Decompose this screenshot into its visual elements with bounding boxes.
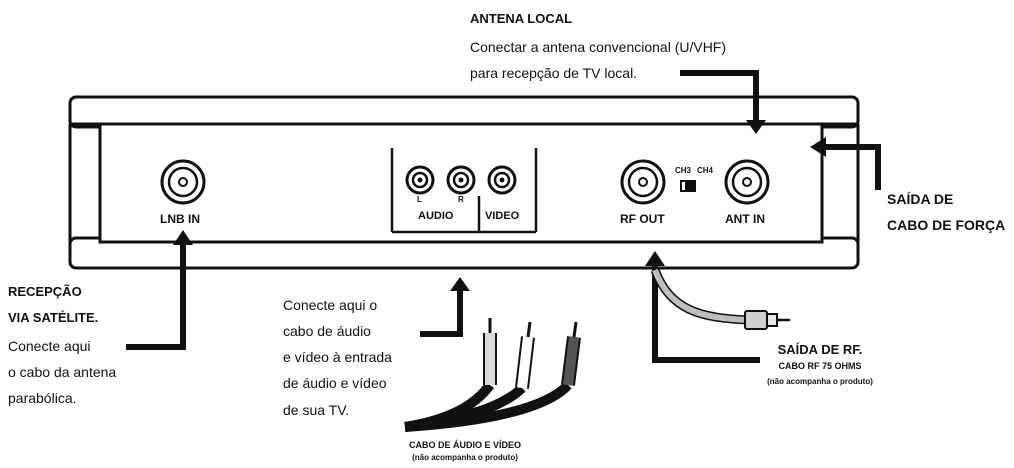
power-cable-line2: CABO DE FORÇA [887, 217, 1006, 233]
ant-in-connector [724, 159, 770, 205]
ant-in-label: ANT IN [725, 212, 765, 226]
antenna-arrow [680, 70, 766, 134]
rf-cable [650, 268, 790, 330]
audio-l-jack [405, 165, 435, 195]
ch4-label: CH4 [697, 166, 714, 175]
rf-out-connector [620, 159, 666, 205]
av-cable [404, 318, 581, 432]
audio-r-label: R [458, 195, 464, 204]
video-jack [487, 165, 517, 195]
antenna-local-title: ANTENA LOCAL [470, 11, 573, 26]
av-note-line2: cabo de áudio [283, 323, 371, 339]
av-cable-note: (não acompanha o produto) [412, 453, 518, 462]
rf-out-note: (não acompanha o produto) [767, 377, 873, 386]
av-note-line3: e vídeo à entrada [283, 349, 392, 365]
rf-out-subtitle: CABO RF 75 OHMS [778, 361, 862, 371]
satellite-line3: parabólica. [8, 390, 77, 406]
av-note-line1: Conecte aqui o [283, 297, 378, 313]
lnb-in-connector [160, 159, 206, 205]
satellite-line1: Conecte aqui [8, 338, 91, 354]
av-note-line5: de sua TV. [283, 402, 350, 418]
audio-l-label: L [417, 195, 422, 204]
ch3-label: CH3 [675, 166, 692, 175]
av-note-line4: de áudio e vídeo [283, 375, 387, 391]
power-cable-line1: SAÍDA DE [887, 191, 954, 207]
audio-r-jack [446, 165, 476, 195]
lnb-in-label: LNB IN [160, 212, 200, 226]
satellite-title1: RECEPÇÃO [8, 284, 82, 299]
av-cable-title: CABO DE ÁUDIO E VÍDEO [408, 440, 521, 450]
rf-out-arrow [645, 251, 760, 363]
rf-out-title: SAÍDA DE RF. [777, 342, 863, 357]
video-label: VIDEO [485, 210, 520, 222]
channel-switch [680, 180, 696, 192]
power-cable-arrow [810, 137, 881, 190]
audio-label: AUDIO [418, 210, 454, 222]
antenna-local-line1: Conectar a antena convencional (U/VHF) [470, 39, 727, 55]
satellite-line2: o cabo da antena [8, 364, 117, 380]
antenna-local-line2: para recepção de TV local. [470, 65, 638, 81]
rf-out-label: RF OUT [620, 212, 665, 226]
lnb-arrow [126, 230, 193, 350]
receiver-front-panel [98, 122, 824, 244]
satellite-title2: VIA SATÉLITE. [8, 310, 99, 325]
av-arrow [420, 277, 470, 337]
